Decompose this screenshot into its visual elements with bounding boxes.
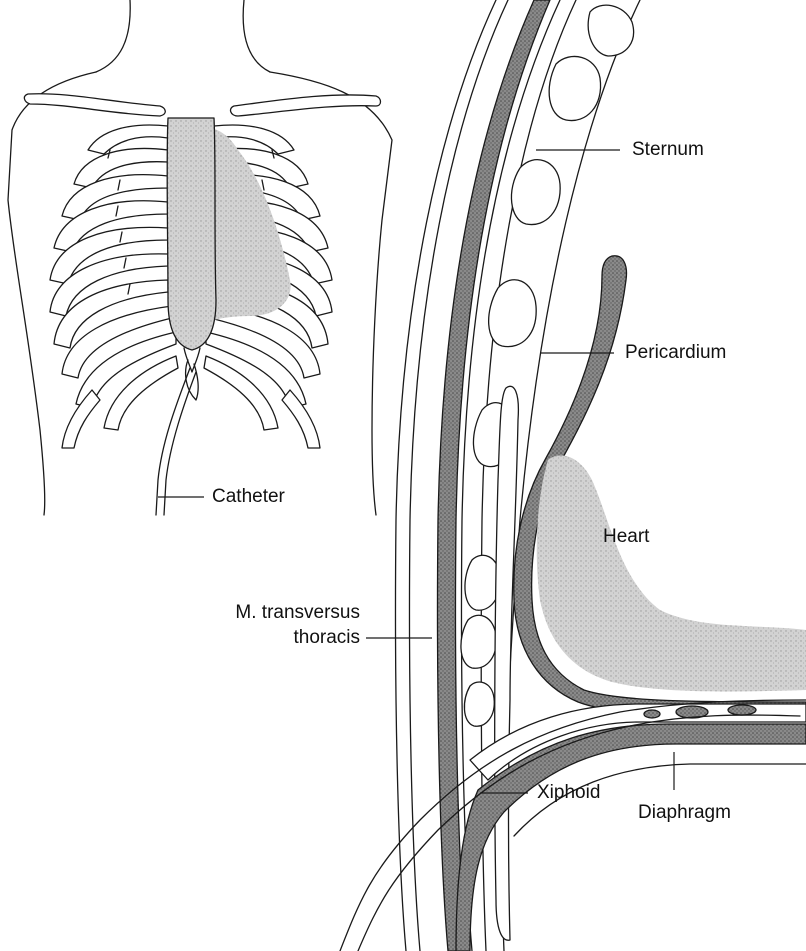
- diaphragm-vessel-3: [644, 710, 660, 718]
- neck-left-outline: [96, 0, 130, 72]
- label-xiphoid: Xiphoid: [537, 782, 600, 804]
- torso-figure: [8, 0, 392, 515]
- heart-shading: [537, 455, 806, 691]
- left-ribs: [50, 125, 178, 448]
- left-clavicle: [24, 94, 165, 116]
- right-clavicle: [231, 95, 381, 116]
- torso-left-outline: [8, 72, 96, 515]
- label-transversus-line1: M. transversus: [222, 602, 360, 624]
- xiphoid-process: [495, 386, 519, 940]
- label-transversus-line2: thoracis: [222, 627, 360, 649]
- label-heart: Heart: [603, 526, 649, 548]
- sagittal-section: [340, 0, 806, 951]
- neck-right-outline: [243, 0, 270, 72]
- diaphragm-vessel-2: [728, 705, 756, 715]
- label-sternum: Sternum: [632, 139, 704, 161]
- label-catheter: Catheter: [212, 486, 285, 508]
- label-pericardium: Pericardium: [625, 342, 726, 364]
- label-diaphragm: Diaphragm: [638, 802, 731, 824]
- sternum-torso: [167, 118, 216, 350]
